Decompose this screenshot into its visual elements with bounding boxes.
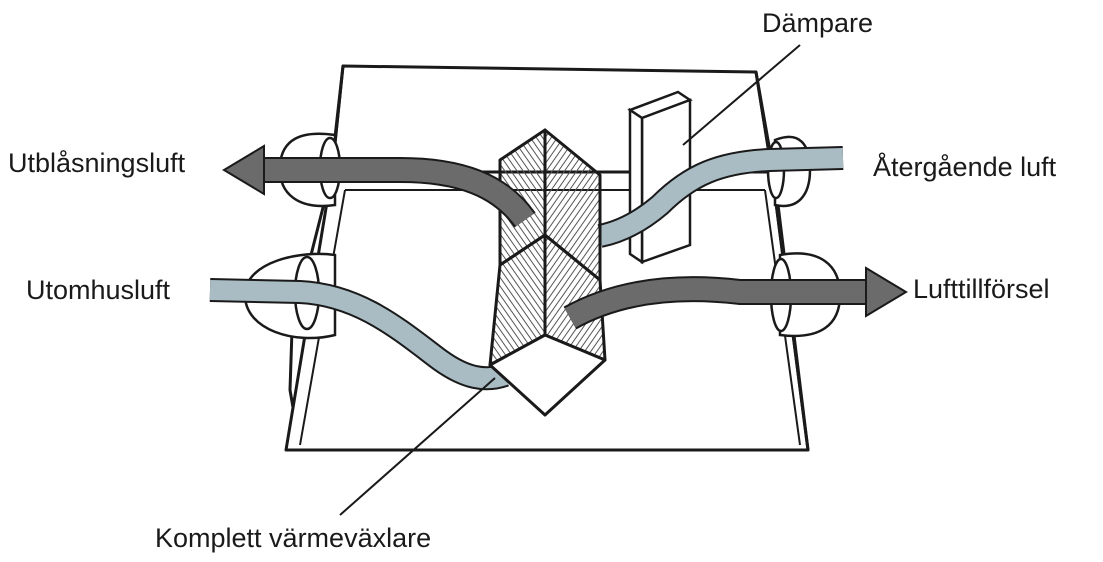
exhaust-air-label: Utblåsningsluft	[8, 148, 186, 178]
core-bottom-face	[488, 333, 607, 417]
core-leader	[339, 377, 496, 516]
damper-leader	[682, 44, 801, 146]
outdoor-air-label: Utomhusluft	[26, 275, 171, 305]
housing-right-side	[754, 70, 810, 452]
heat-exchanger-label: Komplett värmeväxlare	[155, 523, 432, 553]
heat-exchanger-core	[488, 128, 607, 417]
supply-arrowhead	[865, 266, 908, 318]
exhaust-arrowhead	[222, 144, 265, 196]
damper-label: Dämpare	[762, 8, 874, 38]
return-air-label: Återgående luft	[873, 152, 1057, 182]
supply-air-label: Lufttillförsel	[913, 274, 1050, 304]
